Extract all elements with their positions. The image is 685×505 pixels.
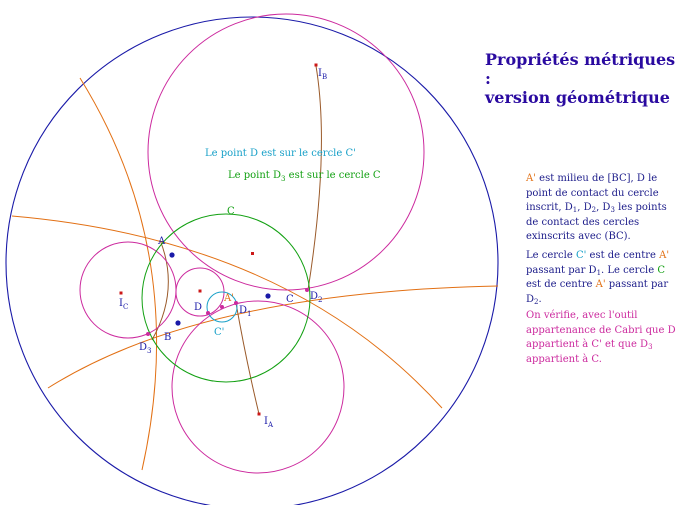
excircle-b (147, 13, 425, 291)
text-p1-2: , D (577, 202, 592, 213)
text-aprime: A' (526, 173, 536, 184)
point-d1 (234, 301, 238, 305)
text-p2-1: Le cercle (526, 250, 576, 261)
sub-p3-1: 3 (648, 343, 653, 351)
text-p2-5: est de centre (526, 279, 596, 290)
label-b: B (164, 332, 171, 343)
text-aprime-3: A' (595, 279, 606, 290)
label-circle-c: C (227, 206, 235, 217)
text-p3-1: On vérifie, avec l'outil appartenance de… (526, 310, 676, 350)
orange-arc-lower (47, 285, 499, 389)
text-p2-6: passant par D (526, 279, 669, 305)
text-c: C (657, 264, 665, 276)
point-d3 (146, 332, 150, 336)
label-ib: IB (318, 68, 327, 81)
point-b (175, 320, 181, 326)
point-a (169, 252, 175, 258)
label-d1: D1 (239, 305, 252, 318)
sub-p2-1: 1 (596, 268, 602, 277)
paragraph-verification: On vérifie, avec l'outil appartenance de… (526, 309, 682, 367)
brown-arc-ib (307, 65, 322, 291)
label-d: D (194, 302, 202, 313)
sub-p2-2: 2 (534, 297, 539, 306)
label-a: A (157, 236, 166, 247)
sub-p1-2: 2 (591, 206, 597, 214)
orange-arc-left (79, 77, 158, 471)
center-incircle (198, 289, 202, 293)
label-ic: IC (119, 298, 128, 311)
label-circle-cprime: C' (214, 327, 224, 338)
center-ib (314, 63, 318, 67)
page-title: Propriétés métriques : version géométriq… (485, 50, 680, 107)
excircle-a (171, 300, 345, 474)
point-d2 (305, 288, 309, 292)
note-point-d3: Le point D3 est sur le cercle C (228, 170, 381, 183)
paragraph-definitions: A' est milieu de [BC], D le point de con… (526, 172, 682, 245)
text-aprime-2: A' (659, 250, 670, 261)
center-ic (119, 291, 123, 295)
text-p1-3: , D (596, 202, 611, 213)
circle-c (141, 213, 311, 383)
brown-arc-ia (235, 302, 260, 415)
text-p1-4: les points de contact des cercles exinsc… (526, 202, 667, 242)
title-line-1: Propriétés métriques : (485, 50, 676, 88)
outer-circle (5, 16, 499, 505)
sub-p1-1: 1 (572, 206, 578, 214)
paragraph-circles: Le cercle C' est de centre A' passant pa… (526, 249, 682, 307)
point-d (206, 311, 210, 315)
label-d2: D2 (310, 291, 323, 304)
title-line-2: version géométrique (485, 88, 670, 107)
center-excircle-b-mark (251, 252, 254, 255)
brown-arc-ic (151, 239, 169, 341)
text-p2-2: est de centre (586, 250, 660, 261)
text-p2-4: . Le cercle (601, 264, 658, 276)
center-ia (257, 412, 261, 416)
sub-p1-3: 3 (610, 206, 615, 214)
label-d3: D3 (139, 342, 152, 355)
text-cprime: C' (575, 250, 587, 261)
excircle-c (79, 241, 177, 339)
label-ia: IA (264, 416, 274, 429)
note-point-d: Le point D est sur le cercle C' (205, 148, 356, 159)
text-p2-3: passant par D (526, 264, 597, 276)
text-p2-7: . (538, 293, 542, 305)
circle-cprime (206, 291, 238, 323)
text-p3-2: appartient à C. (526, 353, 602, 365)
text-p1-1: est milieu de [BC], D le point de contac… (526, 173, 659, 213)
orange-arc-upper (11, 215, 443, 409)
label-c: C (286, 294, 294, 305)
point-aprime (220, 305, 224, 309)
point-c (265, 293, 271, 299)
label-aprime: A' (223, 293, 234, 304)
